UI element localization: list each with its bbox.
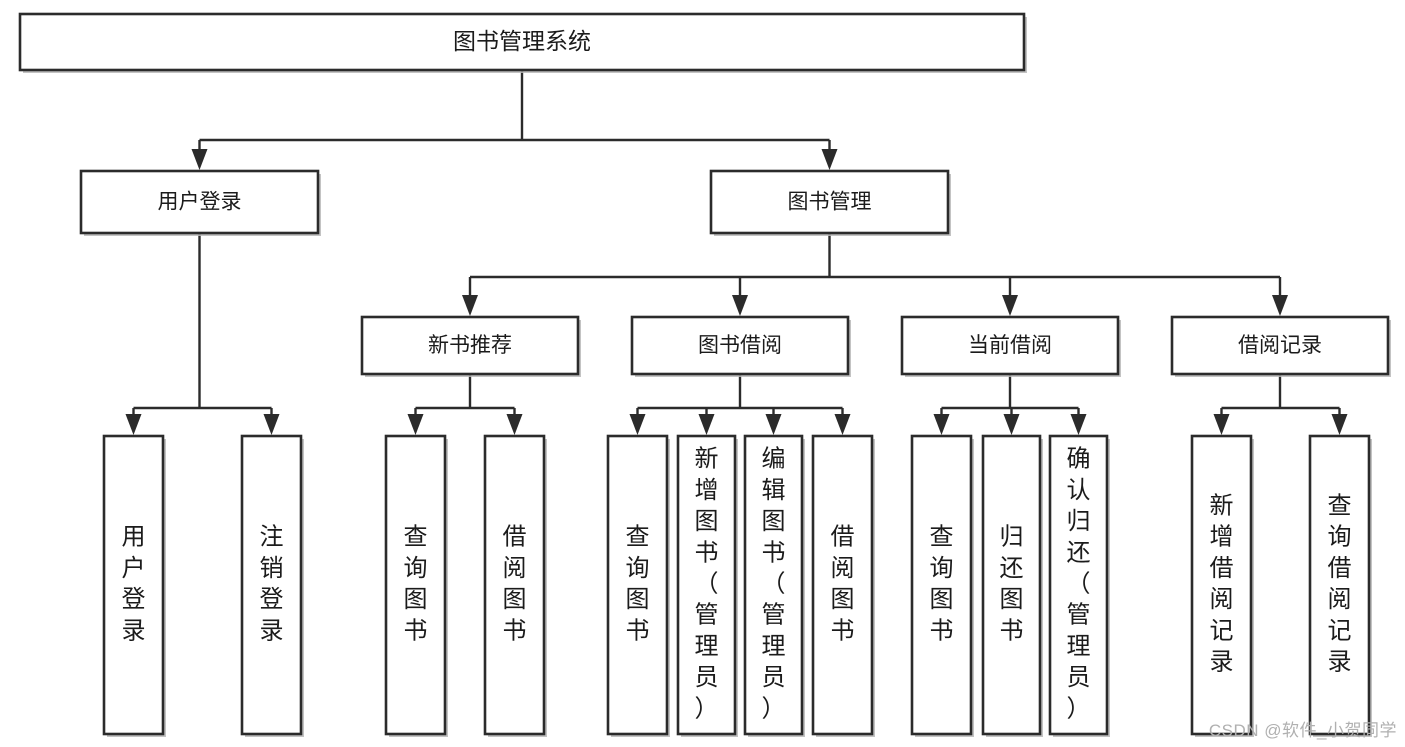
connector-group [191, 70, 838, 170]
connector-group [407, 374, 523, 435]
node-leaf-logout[interactable]: 注销登录 [240, 434, 304, 737]
arrow-head [263, 414, 280, 435]
arrow-head [191, 149, 208, 170]
node-label: 借阅图书 [831, 524, 855, 645]
node-leaf-edit-book-admin[interactable]: 编辑图书（管理员） [743, 434, 805, 737]
node-borrow-records[interactable]: 借阅记录 [1170, 315, 1391, 377]
node-box[interactable] [981, 434, 1042, 736]
node-label: 新增图书（管理员） [695, 446, 719, 723]
node-layer: 图书管理系统用户登录图书管理新书推荐图书借阅当前借阅借阅记录用户登录注销登录查询… [18, 12, 1391, 737]
arrow-head [698, 414, 715, 435]
node-label: 编辑图书（管理员） [762, 446, 786, 723]
node-label: 注销登录 [260, 524, 284, 645]
node-box[interactable] [910, 434, 973, 736]
node-label: 查询图书 [930, 524, 954, 645]
arrow-head [1272, 295, 1288, 316]
node-box[interactable] [1190, 434, 1253, 736]
node-label: 归还图书 [1000, 524, 1024, 645]
node-label: 用户登录 [158, 191, 242, 214]
node-box[interactable] [743, 434, 804, 736]
node-new-book-recommend[interactable]: 新书推荐 [360, 315, 581, 377]
node-box[interactable] [102, 434, 165, 736]
connector-group [125, 233, 280, 435]
connector-group [462, 233, 1288, 316]
node-label: 图书管理系统 [453, 28, 591, 54]
node-label: 查询图书 [404, 524, 428, 645]
node-root[interactable]: 图书管理系统 [18, 12, 1027, 73]
node-box[interactable] [384, 434, 447, 736]
node-leaf-add-book-admin[interactable]: 新增图书（管理员） [676, 434, 738, 737]
node-box[interactable] [18, 12, 1026, 72]
node-box[interactable] [630, 315, 850, 376]
arrow-head [1003, 414, 1020, 435]
arrow-head [1331, 414, 1348, 435]
node-label: 借阅记录 [1238, 334, 1322, 357]
node-label: 当前借阅 [968, 334, 1052, 357]
arrow-head [1213, 414, 1230, 435]
connector-group [1213, 374, 1348, 435]
node-leaf-query-borrow-record[interactable]: 查询借阅记录 [1308, 434, 1372, 737]
node-label: 查询借阅记录 [1328, 492, 1352, 675]
arrow-head [125, 414, 142, 435]
arrow-head [732, 295, 748, 316]
arrow-head [506, 414, 523, 435]
connector-layer [125, 70, 1348, 435]
node-label: 借阅图书 [503, 524, 527, 645]
arrow-head [821, 149, 838, 170]
node-label: 图书借阅 [698, 334, 782, 357]
node-box[interactable] [606, 434, 669, 736]
node-leaf-query-book-current[interactable]: 查询图书 [910, 434, 974, 737]
arrow-head [1070, 414, 1087, 435]
node-current-borrow[interactable]: 当前借阅 [900, 315, 1121, 377]
node-leaf-borrow-book-recommend[interactable]: 借阅图书 [483, 434, 547, 737]
node-label: 图书管理 [788, 191, 872, 214]
node-leaf-borrow-book[interactable]: 借阅图书 [811, 434, 875, 737]
connector-group [933, 374, 1087, 435]
node-box[interactable] [900, 315, 1120, 376]
node-box[interactable] [240, 434, 303, 736]
arrow-head [407, 414, 424, 435]
node-box[interactable] [709, 169, 950, 235]
node-label: 用户登录 [122, 524, 146, 645]
node-box[interactable] [1170, 315, 1390, 376]
node-box[interactable] [360, 315, 580, 376]
node-box[interactable] [1308, 434, 1371, 736]
arrow-head [629, 414, 646, 435]
arrow-head [834, 414, 851, 435]
arrow-head [933, 414, 950, 435]
node-book-management[interactable]: 图书管理 [709, 169, 951, 236]
node-label: 确认归还（管理员） [1067, 446, 1091, 723]
node-leaf-add-borrow-record[interactable]: 新增借阅记录 [1190, 434, 1254, 737]
node-user-login[interactable]: 用户登录 [79, 169, 321, 236]
node-box[interactable] [811, 434, 874, 736]
arrow-head [1002, 295, 1018, 316]
node-box[interactable] [676, 434, 737, 736]
node-leaf-query-book-borrow[interactable]: 查询图书 [606, 434, 670, 737]
node-leaf-query-book-recommend[interactable]: 查询图书 [384, 434, 448, 737]
node-leaf-user-login[interactable]: 用户登录 [102, 434, 166, 737]
node-label: 新增借阅记录 [1210, 492, 1234, 675]
arrow-head [462, 295, 478, 316]
node-label: 新书推荐 [428, 334, 512, 357]
node-leaf-confirm-return-admin[interactable]: 确认归还（管理员） [1048, 434, 1110, 737]
node-box[interactable] [79, 169, 320, 235]
node-box[interactable] [1048, 434, 1109, 736]
node-leaf-return-book[interactable]: 归还图书 [981, 434, 1043, 737]
connector-group [629, 374, 851, 435]
node-label: 查询图书 [626, 524, 650, 645]
node-book-borrow[interactable]: 图书借阅 [630, 315, 851, 377]
arrow-head [765, 414, 782, 435]
node-box[interactable] [483, 434, 546, 736]
